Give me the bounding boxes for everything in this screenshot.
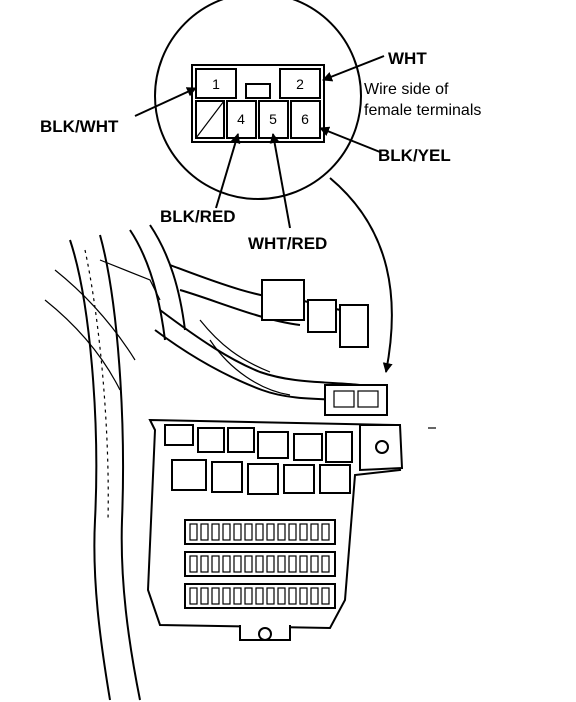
pin-number-2: 2 [296, 76, 304, 92]
fuse-slot [244, 555, 253, 573]
socket [319, 464, 351, 494]
pin-6-cavity [290, 100, 321, 139]
fuse-slot [255, 523, 264, 541]
fuse-slot [266, 555, 275, 573]
socket [293, 433, 323, 461]
fuse-slot [189, 523, 198, 541]
fuse-slot [299, 587, 308, 605]
label-blk-red: BLK/RED [160, 207, 236, 226]
leader-blk-wht [134, 87, 197, 117]
fuse-slot [321, 555, 330, 573]
fuse-slot [233, 555, 242, 573]
socket [164, 424, 194, 446]
socket [171, 459, 207, 491]
fuse-slot [321, 523, 330, 541]
fuse-slot [200, 555, 209, 573]
relay-1 [261, 279, 305, 321]
pin-number-4: 4 [237, 111, 245, 127]
fuse-slot [310, 523, 319, 541]
fuse-slot [189, 555, 198, 573]
fuse-slot [299, 555, 308, 573]
fuse-slot [244, 523, 253, 541]
fuse-slot [222, 523, 231, 541]
pin-2-cavity [279, 68, 321, 99]
connector-housing: 1 2 4 5 6 [191, 64, 325, 143]
fuse-slot [266, 587, 275, 605]
fuse-slot [200, 587, 209, 605]
pin-5-cavity [258, 100, 289, 139]
fuse-slot [277, 587, 286, 605]
lock-tab [245, 83, 271, 99]
leader-blk-yel [319, 126, 381, 153]
relay-3 [339, 304, 369, 348]
label-wire-side-line2: female terminals [364, 102, 481, 119]
socket [283, 464, 315, 494]
socket [257, 431, 289, 459]
pin-number-6: 6 [301, 111, 309, 127]
socket [227, 427, 255, 453]
socket [247, 463, 279, 495]
fuse-slot [211, 523, 220, 541]
pin-number-5: 5 [269, 111, 277, 127]
fuse-rows [184, 519, 336, 609]
label-blk-yel: BLK/YEL [378, 146, 451, 165]
fuse-slot [310, 587, 319, 605]
fuse-slot [277, 523, 286, 541]
label-wire-side-line1: Wire side of [364, 81, 449, 98]
fuse-slot [233, 587, 242, 605]
fuse-slot [222, 587, 231, 605]
fuse-slot [211, 587, 220, 605]
fuse-slot [189, 587, 198, 605]
fuse-slot [211, 555, 220, 573]
fuse-slot [299, 523, 308, 541]
magnifier-circle [154, 0, 362, 200]
socket [325, 431, 353, 463]
fuse-slot [288, 555, 297, 573]
fuse-slot [255, 555, 264, 573]
fuse-slot [244, 587, 253, 605]
target-connector [324, 384, 388, 416]
fuse-slot [200, 523, 209, 541]
socket [211, 461, 243, 493]
fuse-slot [310, 555, 319, 573]
pin-1-cavity [195, 68, 237, 99]
bottom-tab-hole [258, 627, 272, 641]
leader-blk-red [215, 133, 241, 209]
fuse-slot [321, 587, 330, 605]
pin-number-1: 1 [212, 76, 220, 92]
relay-2 [307, 299, 337, 333]
connector-detail: 1 2 4 5 6 [134, 0, 393, 373]
label-blk-wht: BLK/WHT [40, 117, 119, 136]
fuse-box-illustration [44, 224, 436, 701]
leader-wht [322, 55, 385, 82]
leader-wht-red [269, 133, 291, 229]
fuse-slot [233, 523, 242, 541]
wire-harness [44, 224, 186, 701]
socket [197, 427, 225, 453]
label-wht: WHT [388, 49, 427, 68]
fuse-slot [288, 523, 297, 541]
fuse-slot [266, 523, 275, 541]
location-arrow [329, 177, 393, 373]
fuse-slot [255, 587, 264, 605]
fuse-slot [288, 587, 297, 605]
bracket-bolt-hole [375, 440, 389, 454]
fuse-slot [277, 555, 286, 573]
fuse-slot [222, 555, 231, 573]
pin-4-cavity [226, 100, 257, 139]
label-wht-red: WHT/RED [248, 234, 327, 253]
